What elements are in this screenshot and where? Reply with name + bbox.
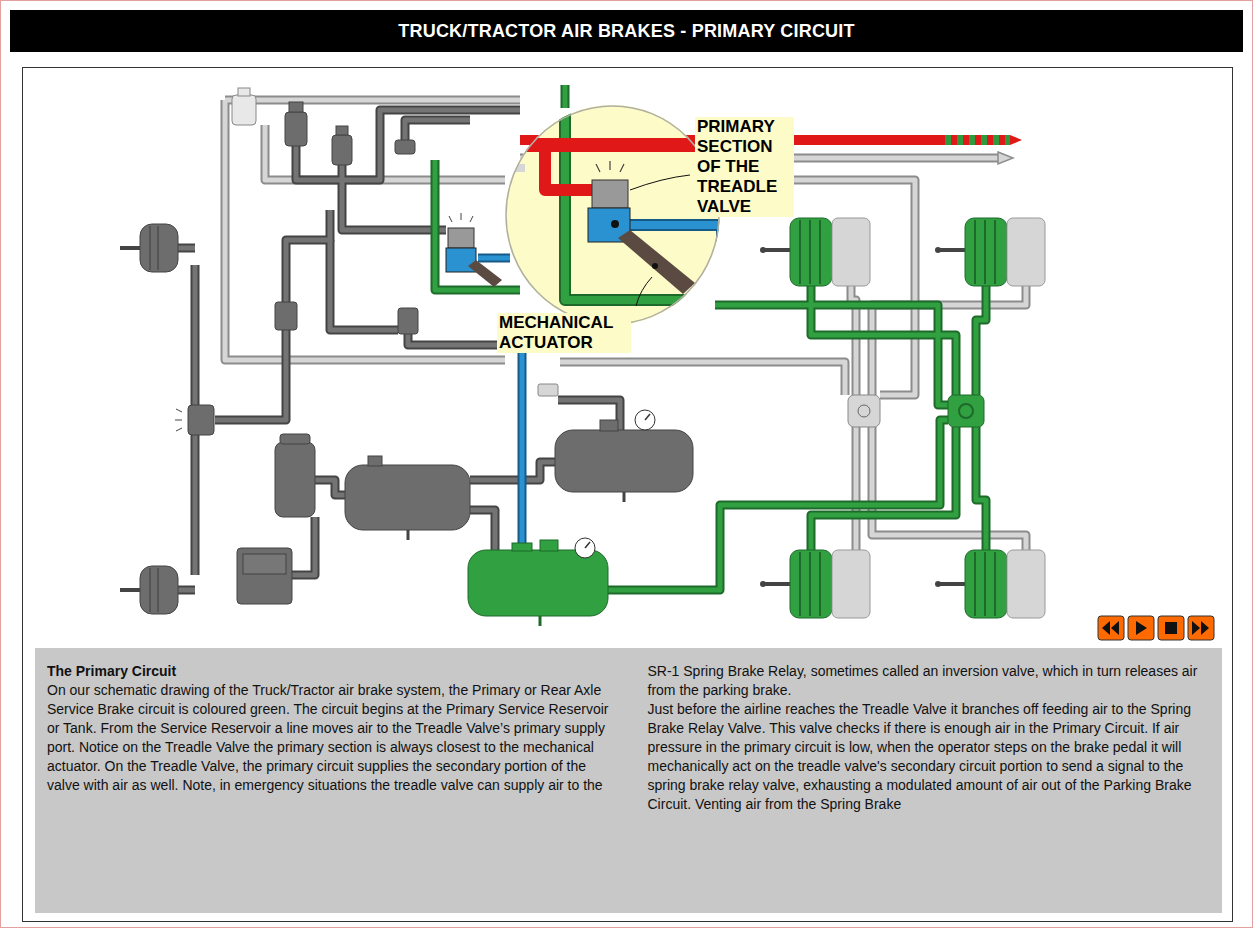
callout-circle: PRIMARY SECTION OF THE TREADLE VALVEMECH…: [505, 105, 720, 325]
text-columns: The Primary CircuitOn our schematic draw…: [47, 662, 1210, 814]
text-panel: The Primary CircuitOn our schematic draw…: [35, 648, 1222, 913]
body-paragraph: Just before the airline reaches the Trea…: [648, 700, 1211, 814]
title-text: TRUCK/TRACTOR AIR BRAKES - PRIMARY CIRCU…: [398, 21, 854, 42]
callout-outline: [505, 105, 720, 325]
panel-heading: The Primary Circuit: [47, 662, 610, 681]
callout-label: MECHANICAL ACTUATOR: [497, 313, 631, 353]
callout-ring: [506, 106, 719, 324]
title-bar: TRUCK/TRACTOR AIR BRAKES - PRIMARY CIRCU…: [10, 10, 1243, 52]
callout-label: PRIMARY SECTION OF THE TREADLE VALVE: [695, 117, 794, 217]
